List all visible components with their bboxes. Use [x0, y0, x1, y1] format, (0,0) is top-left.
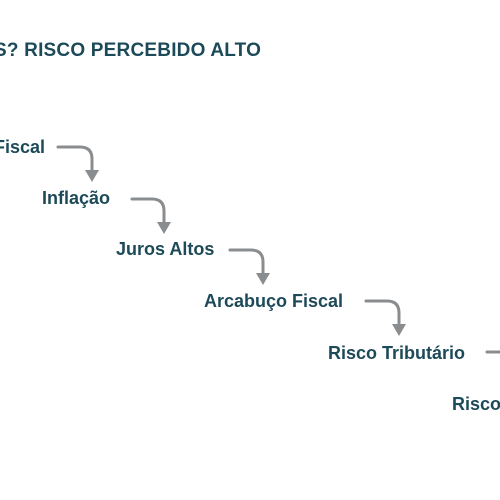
arrow-inflacao-to-juros-altos [130, 197, 171, 234]
node-inflacao: Inflação [42, 188, 111, 208]
arrow-fiscal-to-inflacao [56, 145, 99, 182]
arrow-arcabouco-fiscal-to-risco-tributario [364, 299, 406, 336]
node-risco-tributario: Risco Tributário [328, 343, 466, 363]
node-fiscal: Fiscal [0, 137, 46, 157]
node-risco: Risco [452, 394, 500, 414]
node-arcabouco-fiscal: Arcabuço Fiscal [204, 291, 344, 311]
node-juros-altos: Juros Altos [116, 239, 215, 259]
arrow-juros-altos-to-arcabouco-fiscal [228, 248, 270, 285]
diagram-title: S? RISCO PERCEBIDO ALTO [0, 40, 262, 61]
